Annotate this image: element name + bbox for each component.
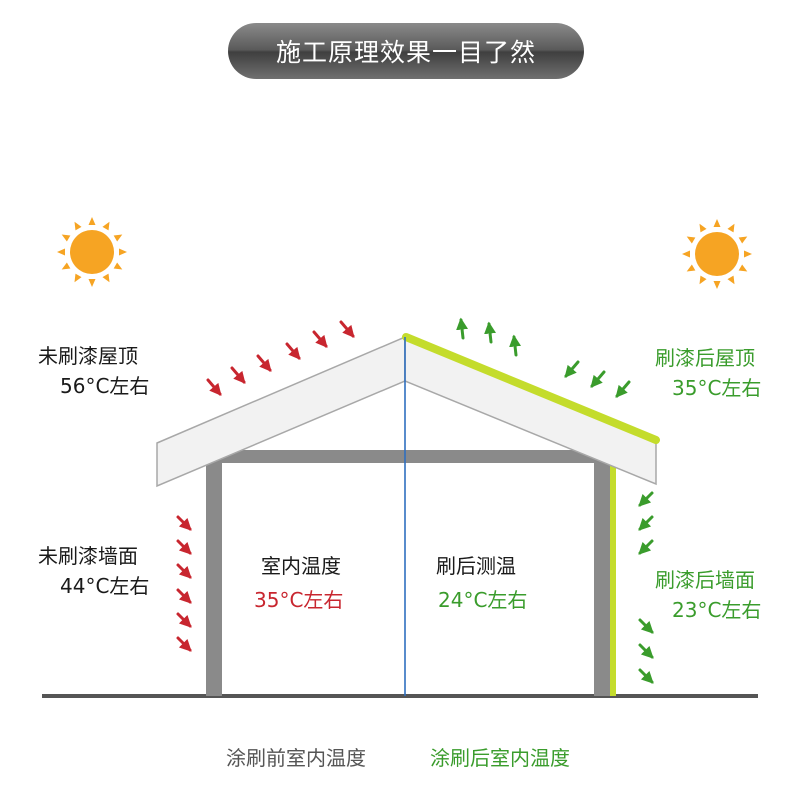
right-roof-temp: 35°C左右 xyxy=(672,376,762,400)
room-left-title: 室内温度 xyxy=(261,554,341,578)
reflect-arrow-icon xyxy=(590,370,606,388)
reflect-arrow-icon xyxy=(638,618,654,634)
heat-arrow-icon xyxy=(176,588,192,604)
heat-arrow-icon xyxy=(230,366,246,384)
heat-arrow-icon xyxy=(312,330,328,348)
heat-arrow-icon xyxy=(176,612,192,628)
heat-arrow-icon xyxy=(256,354,272,372)
right-roof-label: 刷漆后屋顶 xyxy=(655,346,755,370)
right-wall-temp: 23°C左右 xyxy=(672,598,762,622)
reflect-arrows-wall xyxy=(638,491,654,684)
left-roof-temp: 56°C左右 xyxy=(60,374,150,398)
reflect-arrow-icon xyxy=(615,380,631,398)
room-left-temp: 35°C左右 xyxy=(254,588,344,612)
sun-icon xyxy=(682,219,752,289)
roof-coating xyxy=(402,333,660,444)
heat-arrows-roof xyxy=(206,320,355,396)
sun-icon xyxy=(57,217,127,287)
left-wall-temp: 44°C左右 xyxy=(60,574,150,598)
reflect-arrow-icon xyxy=(509,334,522,357)
reflect-arrow-icon xyxy=(638,491,654,507)
reflect-arrows-up xyxy=(456,317,522,357)
right-wall-coating xyxy=(610,466,616,696)
reflect-arrow-icon xyxy=(456,317,469,340)
room-right-title: 刷后测温 xyxy=(436,554,516,578)
right-wall xyxy=(594,456,610,696)
left-wall xyxy=(206,456,222,696)
left-wall-label: 未刷漆墙面 xyxy=(38,544,138,568)
reflect-arrow-icon xyxy=(638,539,654,555)
ceiling-bar xyxy=(206,450,616,463)
reflect-arrow-icon xyxy=(638,643,654,659)
room-right-temp: 24°C左右 xyxy=(438,588,528,612)
heat-arrow-icon xyxy=(176,515,192,531)
heat-arrow-icon xyxy=(176,563,192,579)
reflect-arrow-icon xyxy=(638,668,654,684)
heat-arrow-icon xyxy=(206,378,222,396)
roof-left xyxy=(156,335,406,488)
footer-after: 涂刷后室内温度 xyxy=(430,746,570,770)
heat-arrows-wall xyxy=(176,515,192,652)
right-wall-label: 刷漆后墙面 xyxy=(655,568,755,592)
heat-arrow-icon xyxy=(285,342,301,360)
heat-arrow-icon xyxy=(176,539,192,555)
heat-arrow-icon xyxy=(339,320,355,338)
reflect-arrow-icon xyxy=(564,360,580,378)
reflect-arrow-icon xyxy=(484,321,497,344)
left-roof-label: 未刷漆屋顶 xyxy=(38,344,138,368)
heat-arrow-icon xyxy=(176,636,192,652)
reflect-arrows-roof xyxy=(564,360,631,398)
header-title: 施工原理效果一目了然 xyxy=(228,23,584,79)
reflect-arrow-icon xyxy=(638,515,654,531)
footer-before: 涂刷前室内温度 xyxy=(226,746,366,770)
